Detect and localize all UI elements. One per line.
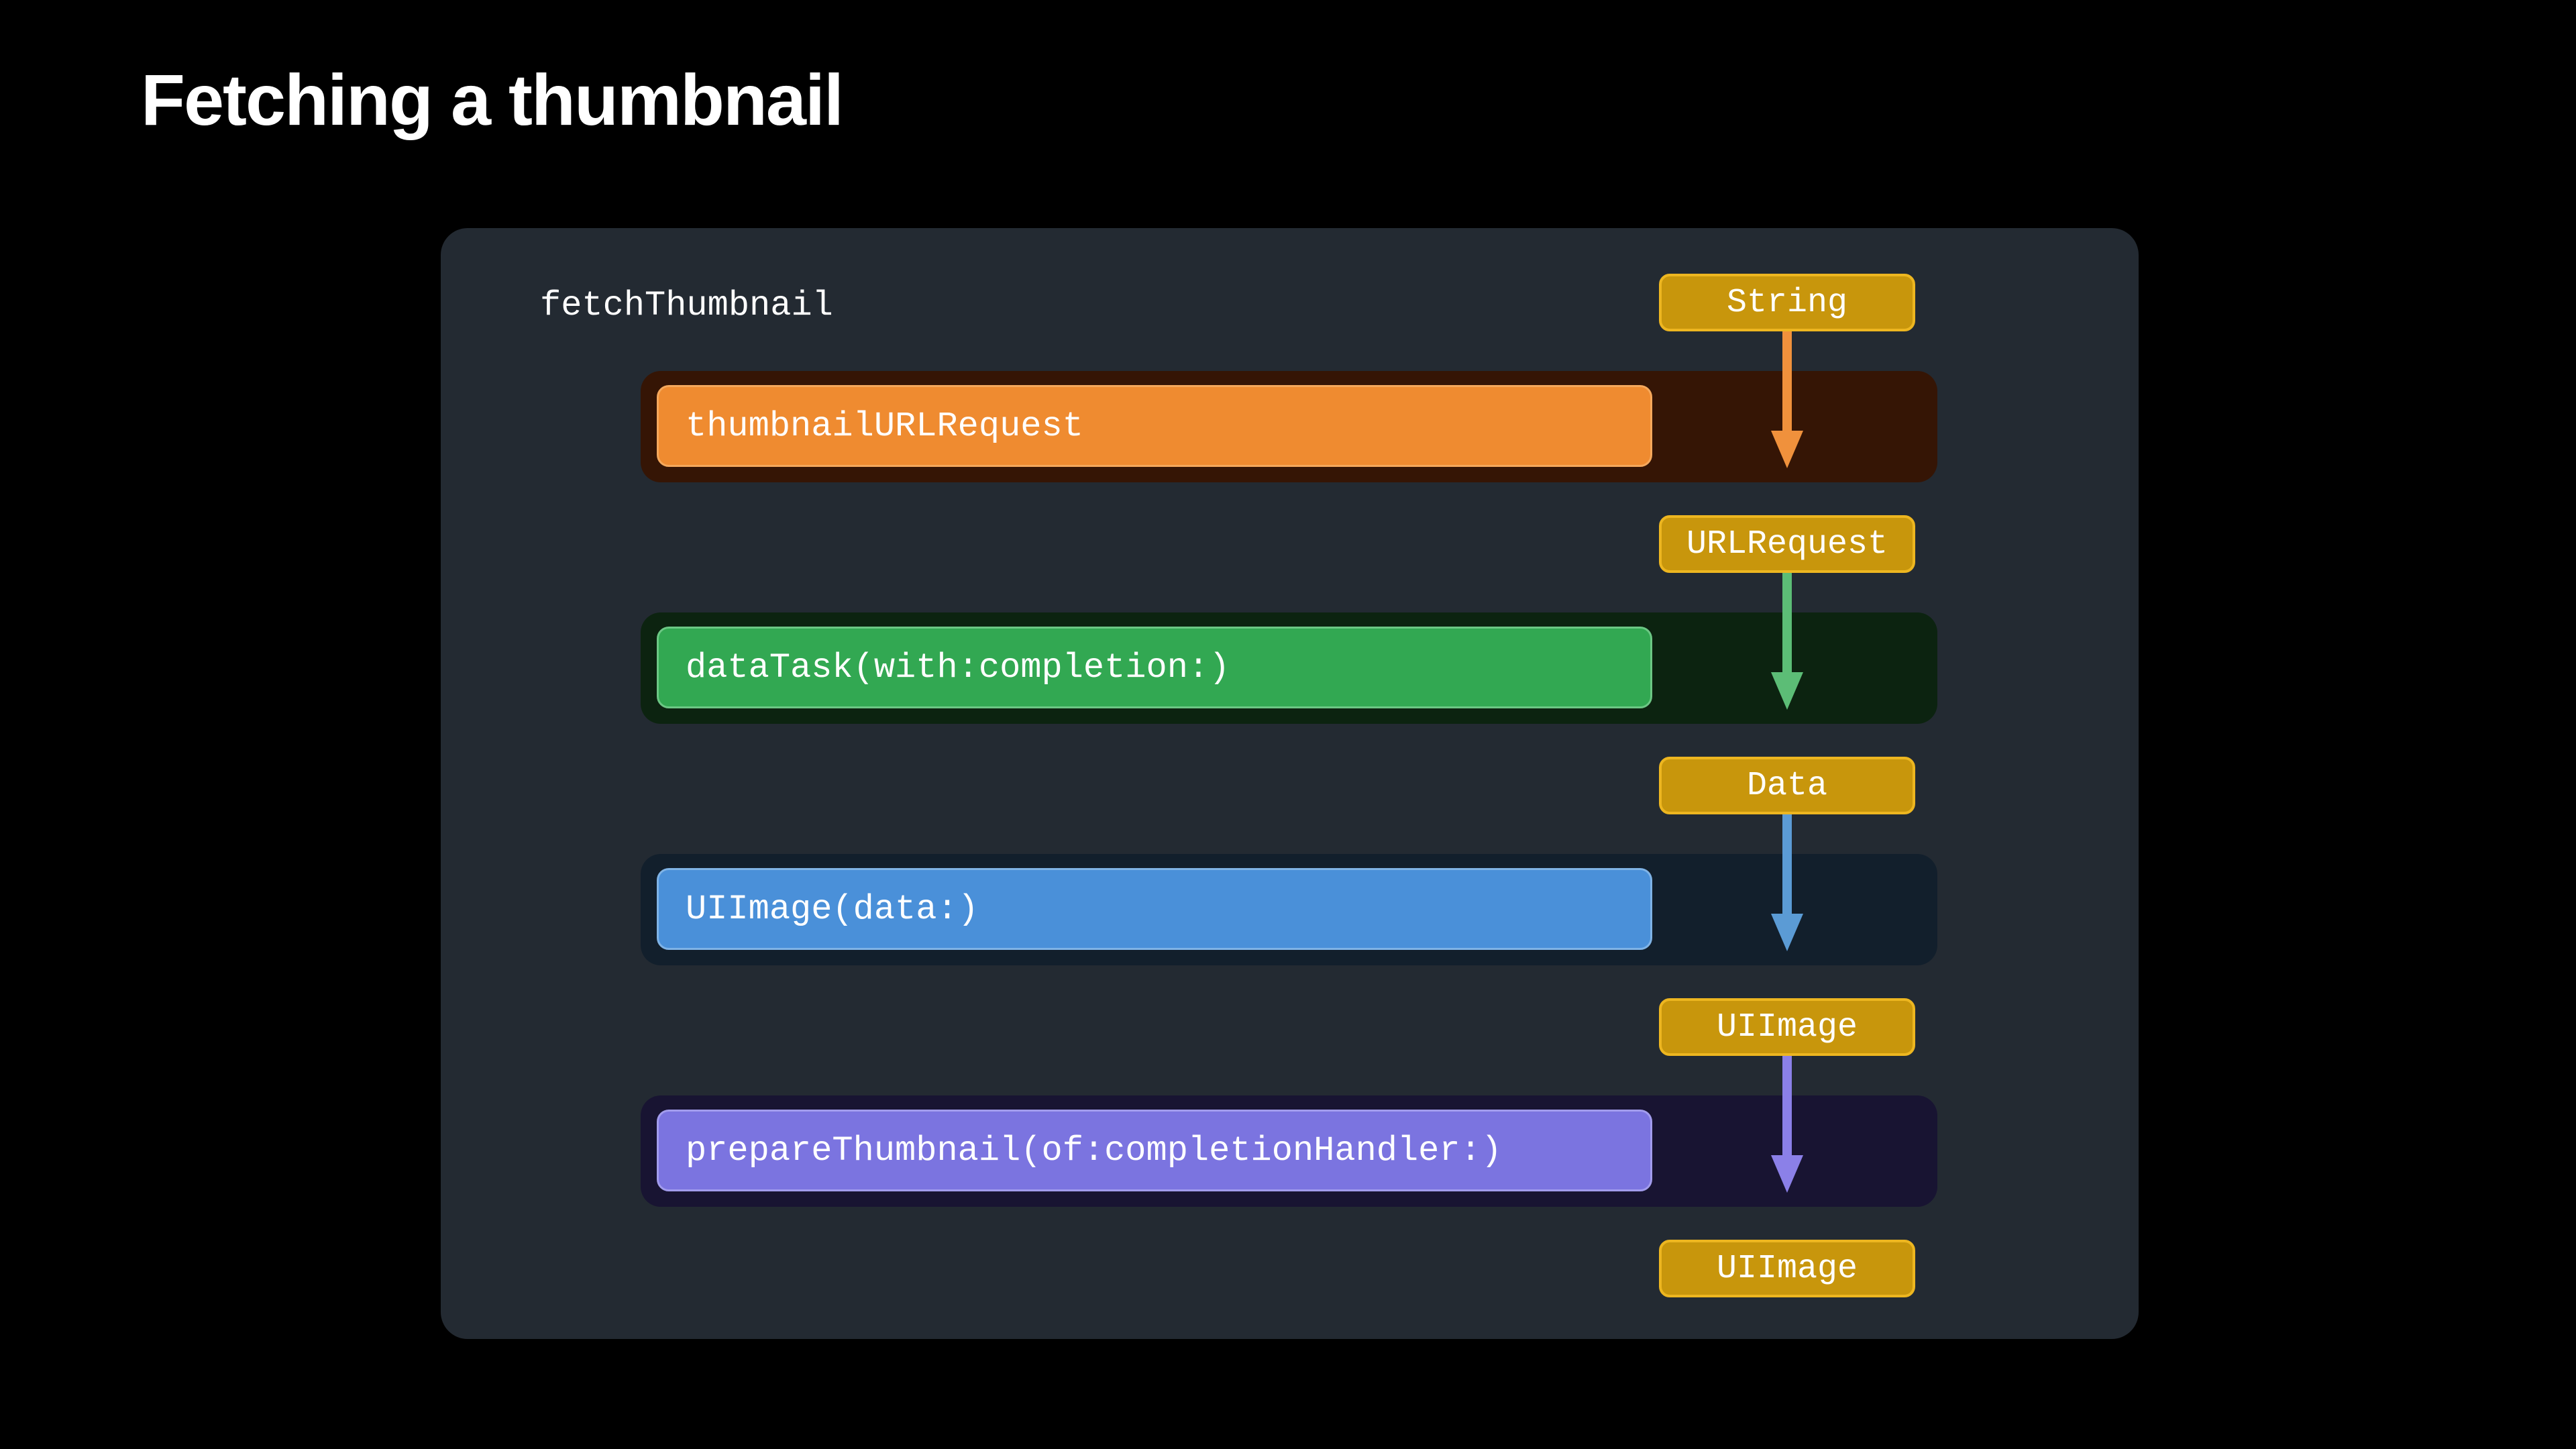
type-badge-label: UIImage xyxy=(1716,1008,1858,1046)
type-badge-label: Data xyxy=(1746,766,1828,805)
operation-row-uiimage-data: UIImage(data:) xyxy=(641,854,1937,965)
type-badge-uiimage-final[interactable]: UIImage xyxy=(1659,1240,1915,1297)
type-badge-data[interactable]: Data xyxy=(1659,757,1915,814)
operation-row-thumbnail-url-request: thumbnailURLRequest xyxy=(641,371,1937,482)
page-title: Fetching a thumbnail xyxy=(141,59,844,140)
operation-bar-label: dataTask(with:completion:) xyxy=(686,647,1230,688)
function-name-label: fetchThumbnail xyxy=(540,286,833,325)
type-badge-uiimage[interactable]: UIImage xyxy=(1659,998,1915,1056)
type-badge-string[interactable]: String xyxy=(1659,274,1915,331)
type-badge-urlrequest[interactable]: URLRequest xyxy=(1659,515,1915,573)
operation-bar-label: thumbnailURLRequest xyxy=(686,406,1083,446)
operation-bar[interactable]: prepareThumbnail(of:completionHandler:) xyxy=(657,1110,1652,1191)
operation-bar-label: UIImage(data:) xyxy=(686,889,979,929)
operation-bar[interactable]: thumbnailURLRequest xyxy=(657,385,1652,467)
operation-bar-label: prepareThumbnail(of:completionHandler:) xyxy=(686,1130,1502,1171)
type-badge-label: String xyxy=(1726,283,1848,322)
operation-row-prepare-thumbnail: prepareThumbnail(of:completionHandler:) xyxy=(641,1095,1937,1207)
diagram-card: fetchThumbnail thumbnailURLRequest dataT… xyxy=(441,228,2139,1339)
type-badge-label: UIImage xyxy=(1716,1249,1858,1288)
type-badge-label: URLRequest xyxy=(1686,525,1888,564)
operation-bar[interactable]: UIImage(data:) xyxy=(657,868,1652,950)
operation-row-data-task: dataTask(with:completion:) xyxy=(641,612,1937,724)
operation-bar[interactable]: dataTask(with:completion:) xyxy=(657,627,1652,708)
